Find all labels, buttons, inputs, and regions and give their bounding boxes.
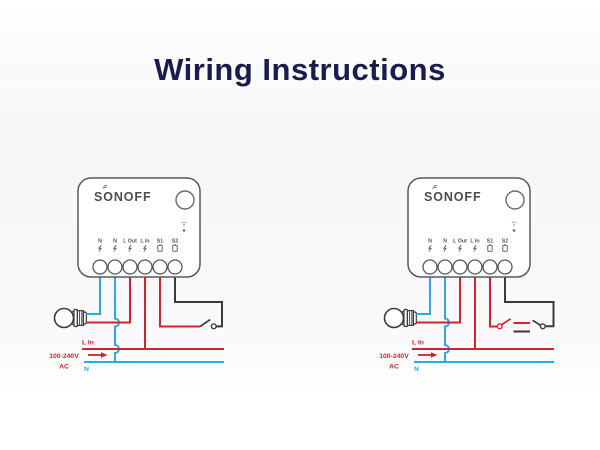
pairing-button[interactable] (175, 190, 195, 210)
wall-switch-icon-live (496, 318, 530, 330)
voltage-label: 100-240V (379, 353, 409, 360)
wifi-indicator-icon (181, 221, 187, 227)
light-bulb-icon (383, 307, 417, 329)
terminal-s1 (152, 259, 168, 275)
terminal-label-s1: S1 (487, 239, 494, 245)
terminal-label-n2: N (443, 239, 447, 245)
status-led (512, 229, 516, 232)
terminal-label-n2: N (113, 239, 117, 245)
terminal-lin (467, 259, 483, 275)
terminal-screws (92, 259, 183, 275)
mains-voltage-icons (97, 244, 147, 252)
current-type-label: AC (389, 364, 399, 371)
voltage-label: 100-240V (49, 353, 79, 360)
wire-s1-to-switch (159, 267, 200, 328)
brand-wifi-mark (102, 185, 108, 189)
terminal-lout (452, 259, 468, 275)
wall-switch-icon-dark (513, 319, 546, 333)
brand-logo: SONOFF (94, 190, 151, 204)
sonoff-device: SONOFF N N L Out L In S1 S2 (407, 177, 531, 278)
terminal-screws (422, 259, 513, 275)
wire-neutral-to-supply (114, 267, 120, 362)
wire-lout-to-bulb (416, 267, 461, 324)
wire-s2-to-switch (174, 267, 223, 328)
terminal-label-lout: L Out (453, 239, 467, 245)
brand-wifi-mark (432, 185, 438, 189)
terminal-label-s2: S2 (502, 239, 509, 245)
current-type-label: AC (59, 364, 69, 371)
terminal-s2 (167, 259, 183, 275)
wall-switch-icon (199, 318, 217, 330)
terminal-n1 (422, 259, 438, 275)
terminal-n2 (437, 259, 453, 275)
status-led (182, 229, 186, 232)
terminal-lin (137, 259, 153, 275)
terminal-s2 (497, 259, 513, 275)
sonoff-device: SONOFF N N L Out L In S1 S2 (77, 177, 201, 278)
mains-voltage-icons (427, 244, 477, 252)
wire-s2-to-switch (504, 267, 555, 328)
neutral-label: N (414, 366, 419, 373)
line-in-label: L In (82, 340, 94, 347)
diagram-dual-switch: L In 100-240V AC N SONOFF N N L Out L In… (379, 177, 555, 373)
wire-neutral-to-supply (444, 267, 450, 362)
neutral-label: N (84, 366, 89, 373)
supply-direction-arrow (418, 352, 438, 358)
terminal-label-n1: N (428, 239, 432, 245)
page-title: Wiring Instructions (154, 52, 446, 87)
terminal-label-n1: N (98, 239, 102, 245)
dry-contact-icons (157, 243, 178, 252)
terminal-label-lin: L In (470, 239, 479, 245)
terminal-lout (122, 259, 138, 275)
pairing-button[interactable] (505, 190, 525, 210)
light-bulb-icon (53, 307, 87, 329)
wifi-indicator-icon (511, 221, 517, 227)
terminal-label-s2: S2 (172, 239, 179, 245)
dry-contact-icons (487, 243, 508, 252)
terminal-n1 (92, 259, 108, 275)
wire-s1-to-switch (489, 267, 498, 328)
diagram-single-switch: L In 100-240V AC N SONOFF N N L Out L In… (49, 177, 224, 373)
wire-neutral-to-bulb (86, 267, 101, 315)
line-in-label: L In (412, 340, 424, 347)
wire-neutral-to-bulb (416, 267, 431, 315)
terminal-label-s1: S1 (157, 239, 164, 245)
terminal-s1 (482, 259, 498, 275)
terminal-label-lout: L Out (123, 239, 137, 245)
wire-lout-to-bulb (86, 267, 131, 324)
terminal-n2 (107, 259, 123, 275)
terminal-label-lin: L In (140, 239, 149, 245)
supply-direction-arrow (88, 352, 108, 358)
brand-logo: SONOFF (424, 190, 481, 204)
